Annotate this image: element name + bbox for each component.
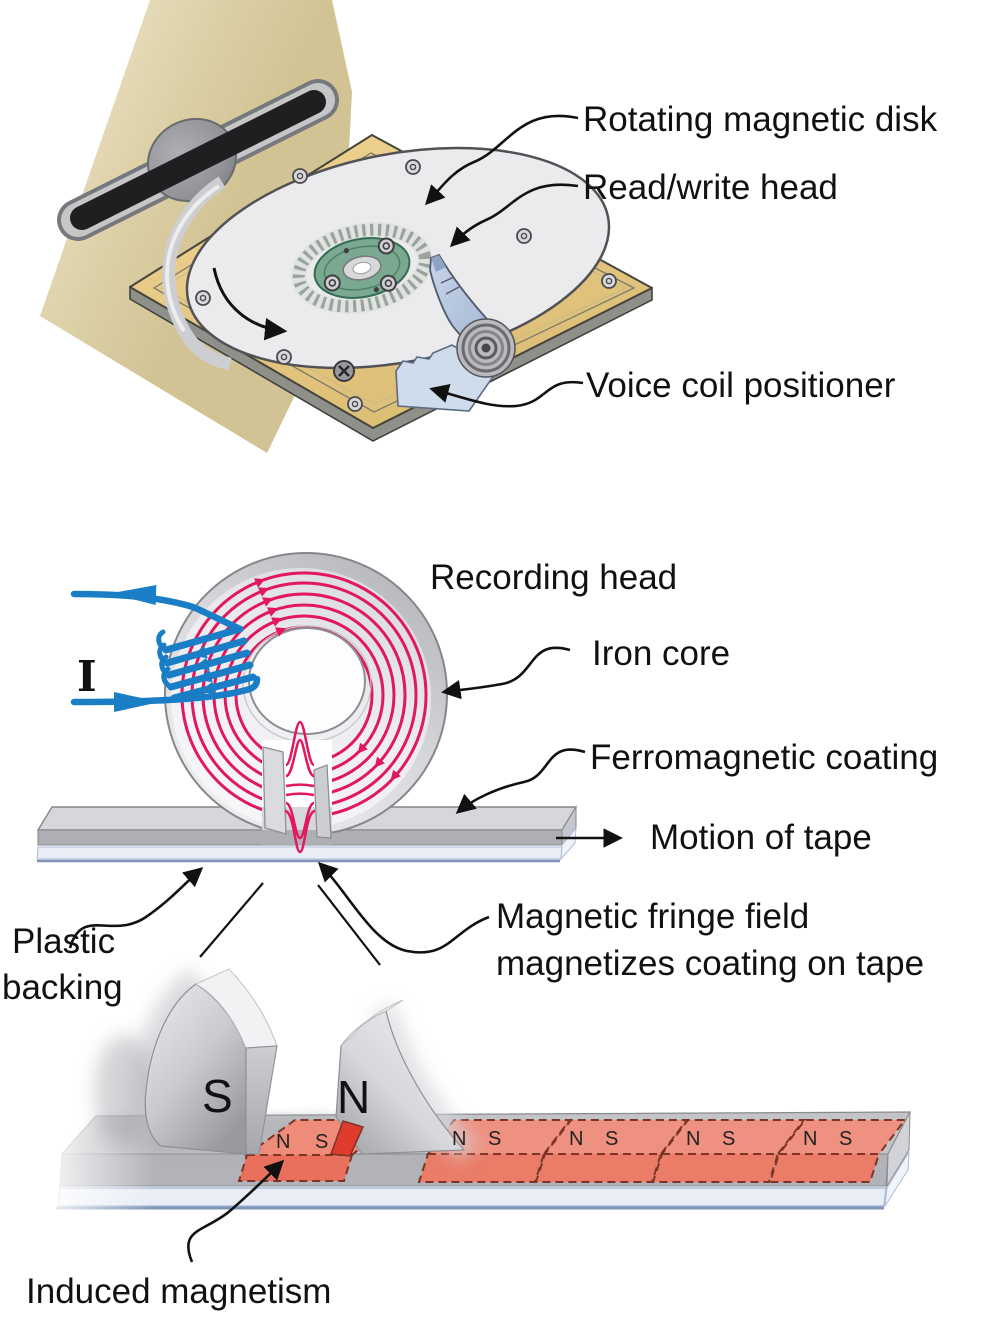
- magnet-wedge: [329, 1120, 365, 1157]
- label-fringe-1: Magnetic fringe field: [496, 897, 809, 936]
- label-iron-core: Iron core: [592, 634, 730, 673]
- label-induced-magnetism: Induced magnetism: [26, 1272, 331, 1311]
- cell-n: N: [276, 1131, 290, 1153]
- magnet-cell: [768, 1119, 908, 1183]
- arm-pivot-bearing: [456, 318, 516, 378]
- label-current: I: [77, 652, 97, 701]
- label-ferromagnetic: Ferromagnetic coating: [590, 738, 938, 777]
- wire-lead-out: [70, 590, 242, 632]
- label-pole-n: N: [337, 1071, 370, 1123]
- magnified-gap-illustration: S N N S N S N S N S N S Induced magnetis…: [26, 968, 911, 1311]
- leader-read-write-head: [449, 183, 579, 248]
- cell-s: S: [839, 1128, 852, 1150]
- cell-s: S: [605, 1128, 618, 1150]
- cell-s: S: [722, 1128, 735, 1150]
- label-plastic-backing-2: backing: [2, 968, 123, 1007]
- gap-pole-face-right: [313, 764, 332, 839]
- magnify-line-left: [199, 882, 264, 958]
- label-pole-s: S: [202, 1070, 233, 1122]
- fringe-field-lines: [284, 720, 316, 854]
- disk-drive-body: [129, 134, 653, 442]
- label-voice-coil: Voice coil positioner: [586, 366, 896, 405]
- leader-induced-magnetism: [186, 1159, 285, 1263]
- case-screws: [195, 159, 617, 412]
- label-plastic-backing-1: Plastic: [12, 922, 115, 961]
- cell-n: N: [452, 1128, 466, 1150]
- cell-n: N: [569, 1128, 583, 1150]
- recording-head-illustration: I Recording head Iron core Ferromagnetic…: [2, 552, 938, 1007]
- disk-rotation-arrow: [212, 267, 288, 341]
- field-arrowheads: [254, 578, 401, 781]
- leader-iron-core: [441, 646, 571, 700]
- lock-screw: [333, 360, 355, 382]
- gap-pole-face-left: [262, 746, 287, 835]
- cell-polarity-labels: N S N S N S N S N S: [276, 1128, 852, 1153]
- coil-winding: I: [70, 585, 261, 712]
- disk-drive-illustration: Rotating magnetic disk Read/write head V…: [40, 0, 938, 453]
- leader-plastic-backing: [68, 867, 204, 949]
- pole-piece-north: [335, 999, 466, 1155]
- label-recording-head: Recording head: [430, 558, 677, 597]
- label-rotating-disk: Rotating magnetic disk: [583, 100, 938, 139]
- cell-n: N: [686, 1128, 700, 1150]
- label-fringe-2: magnetizes coating on tape: [496, 944, 924, 983]
- cell-s: S: [315, 1131, 328, 1153]
- magnify-line-right: [317, 884, 381, 966]
- current-arrowheads: [110, 585, 216, 712]
- pole-piece-south: [144, 968, 278, 1155]
- spindle-motor: [291, 222, 433, 314]
- cell-n: N: [803, 1128, 817, 1150]
- leader-ferromagnetic: [455, 748, 586, 814]
- label-motion-of-tape: Motion of tape: [650, 818, 872, 857]
- label-read-write-head: Read/write head: [583, 168, 838, 207]
- cell-s: S: [488, 1128, 501, 1150]
- leader-voice-coil: [429, 380, 584, 408]
- leader-rotating-disk: [425, 114, 579, 206]
- leader-fringe-field: [317, 861, 490, 954]
